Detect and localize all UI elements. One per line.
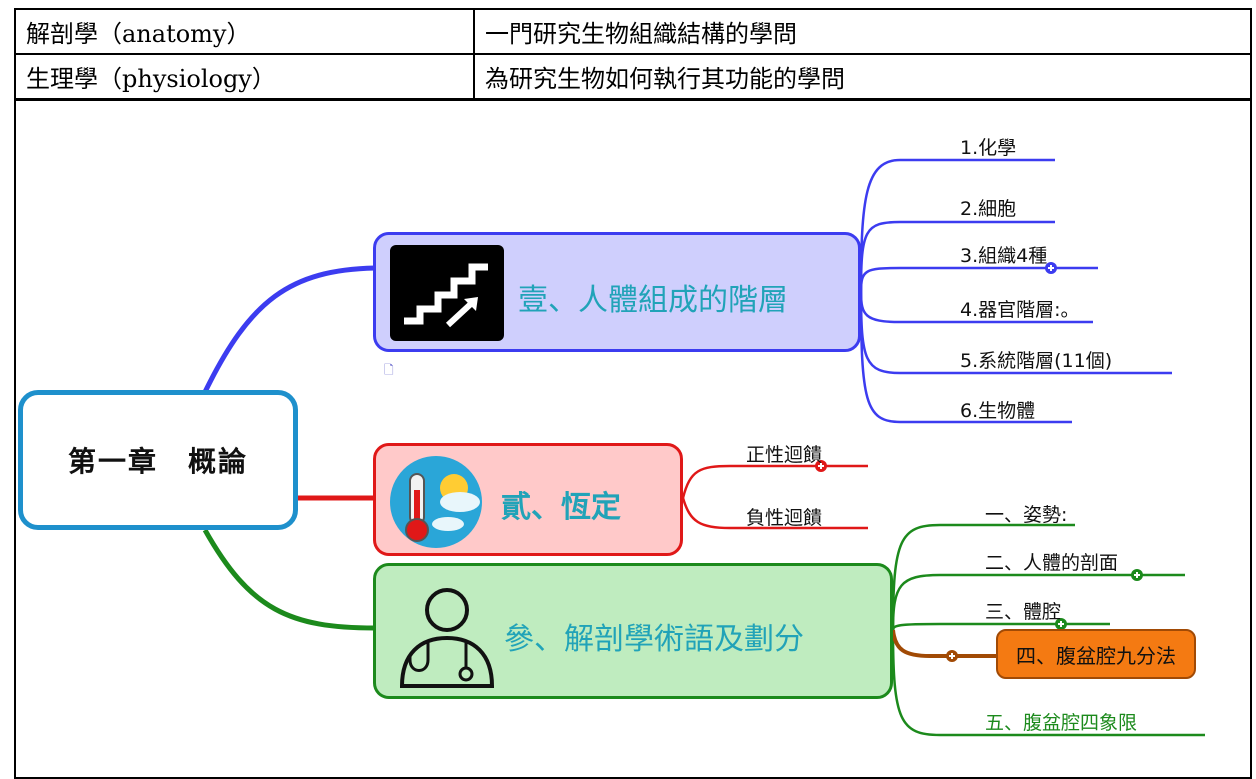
branch-title: 參、解剖學術語及劃分 <box>504 622 804 657</box>
connector-b1-leaf1 <box>859 158 1055 293</box>
leaf-label[interactable]: 正性迴饋 <box>746 444 823 466</box>
connector-b2-leaf1 <box>681 464 868 499</box>
connector-b1-leaf3 <box>859 266 1098 293</box>
connector-b1-leaf2 <box>859 220 1055 293</box>
stairs-up-icon <box>390 245 504 341</box>
root-label: 第一章 概論 <box>67 445 248 478</box>
leaf-label[interactable]: 2.細胞 <box>960 198 1017 220</box>
branch-title: 貳、恆定 <box>501 490 621 525</box>
branch-node-3[interactable]: 參、解剖學術語及劃分 <box>373 563 893 699</box>
connector-b3-leaf3 <box>891 622 1110 631</box>
term-cell: 解剖學（anatomy） <box>14 8 475 55</box>
connector-b3-leaf2 <box>891 573 1185 631</box>
leaf-label[interactable]: 一、姿勢: <box>985 504 1068 526</box>
term-cell: 生理學（physiology） <box>14 53 475 100</box>
mindmap-connectors <box>202 158 1205 737</box>
leaf-label[interactable]: 二、人體的剖面 <box>985 552 1119 574</box>
leaf-label: 四、腹盆腔九分法 <box>1016 643 1176 668</box>
connector-b1-leaf6 <box>859 291 1072 424</box>
leaf-label[interactable]: 1.化學 <box>960 137 1017 159</box>
connector-root-branch3 <box>202 528 376 631</box>
connector-b2-leaf2 <box>681 497 868 530</box>
thermometer-weather-icon <box>390 456 482 548</box>
definition-cell: 為研究生物如何執行其功能的學問 <box>473 53 1252 100</box>
branch-node-1[interactable]: 壹、人體組成的階層 <box>373 232 861 352</box>
note-icon[interactable]: 🗋 <box>384 363 394 377</box>
leaf-label[interactable]: 三、體腔 <box>985 601 1062 623</box>
doctor-stethoscope-icon <box>390 576 504 690</box>
root-node[interactable]: 第一章 概論 <box>18 390 298 530</box>
definitions-table: 解剖學（anatomy） 一門研究生物組織結構的學問 生理學（physiolog… <box>14 8 1252 100</box>
highlighted-leaf-node[interactable]: 四、腹盆腔九分法 <box>996 629 1196 679</box>
table-row: 解剖學（anatomy） 一門研究生物組織結構的學問 <box>14 8 1252 55</box>
connector-root-branch1 <box>202 265 376 394</box>
definition-cell: 一門研究生物組織結構的學問 <box>473 8 1252 55</box>
leaf-label[interactable]: 五、腹盆腔四象限 <box>985 712 1138 734</box>
connector-b3-leaf4 <box>891 629 998 658</box>
connector-b3-leaf5 <box>891 629 1205 737</box>
leaf-label[interactable]: 4.器官階層:。 <box>960 299 1080 321</box>
leaf-label[interactable]: 5.系統階層(11個) <box>960 350 1113 372</box>
leaf-label[interactable]: 3.組織4種 <box>960 245 1048 267</box>
leaf-label[interactable]: 負性迴饋 <box>746 507 823 529</box>
leaf-label[interactable]: 6.生物體 <box>960 400 1036 422</box>
branch-title: 壹、人體組成的階層 <box>518 283 788 318</box>
table-row: 生理學（physiology） 為研究生物如何執行其功能的學問 <box>14 53 1252 100</box>
branch-node-2[interactable]: 貳、恆定 <box>373 443 683 556</box>
connector-b3-leaf1 <box>891 523 1075 631</box>
